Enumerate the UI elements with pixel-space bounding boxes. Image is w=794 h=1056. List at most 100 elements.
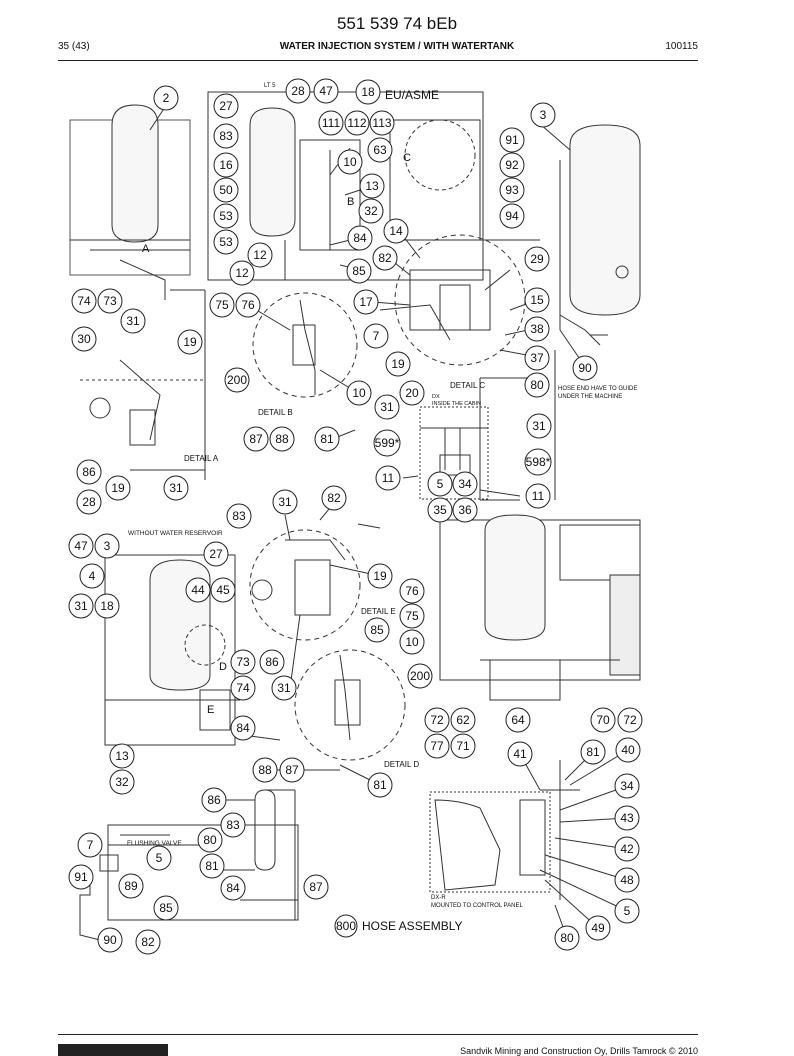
- part-callout: 111: [318, 110, 344, 136]
- detail-e-label: DETAIL E: [361, 607, 396, 616]
- part-callout: 50: [213, 177, 239, 203]
- part-callout: 14: [383, 218, 409, 244]
- part-callout: 89: [118, 873, 144, 899]
- part-callout: 47: [68, 533, 94, 559]
- part-callout-number: 19: [391, 357, 405, 371]
- part-callout-number: 19: [183, 335, 197, 349]
- part-callout: 83: [226, 503, 252, 529]
- part-callout: 35: [427, 497, 453, 523]
- part-callout: 31: [120, 308, 146, 334]
- part-callout: 62: [450, 707, 476, 733]
- part-callout-number: 91: [505, 133, 519, 147]
- part-callout-number: 7: [87, 838, 94, 852]
- part-callout: 32: [358, 198, 384, 224]
- part-callout: 49: [585, 915, 611, 941]
- page-indicator: 35 (43): [58, 41, 90, 52]
- part-callout-number: 86: [265, 655, 279, 669]
- part-callout-number: 83: [232, 509, 246, 523]
- part-callout-number: 86: [207, 793, 221, 807]
- part-callout: 83: [220, 812, 246, 838]
- part-callout-number: 71: [456, 739, 470, 753]
- part-callout: 20: [399, 380, 425, 406]
- part-callout: 47: [313, 78, 339, 104]
- part-callout-number: 80: [560, 931, 574, 945]
- part-callout: 10: [337, 149, 363, 175]
- part-callout: 76: [399, 578, 425, 604]
- part-callout: 85: [364, 617, 390, 643]
- part-callout: 81: [199, 853, 225, 879]
- part-callout-number: 113: [372, 116, 391, 130]
- part-callout-number: 87: [309, 880, 323, 894]
- part-callout: 17: [353, 289, 379, 315]
- part-callout: 5: [146, 845, 172, 871]
- letter-c: C: [403, 152, 411, 164]
- part-callout-number: 88: [275, 432, 289, 446]
- part-callout: 44: [185, 577, 211, 603]
- part-callout: 87: [279, 757, 305, 783]
- part-callout: 84: [220, 875, 246, 901]
- part-callout-number: 5: [624, 904, 631, 918]
- part-callout: 34: [452, 471, 478, 497]
- part-callout-number: 93: [505, 183, 519, 197]
- part-callout-number: 20: [405, 386, 419, 400]
- part-callout: 34: [614, 773, 640, 799]
- part-callout: 82: [135, 929, 161, 955]
- part-callout-number: 63: [373, 143, 387, 157]
- detail-b-label: DETAIL B: [258, 408, 293, 417]
- diagram-linework: [69, 91, 641, 941]
- document-code: 100115: [665, 41, 698, 52]
- part-callout-number: 42: [620, 842, 634, 856]
- part-callout-number: 34: [620, 779, 634, 793]
- part-callout: 77: [424, 733, 450, 759]
- part-callout: 30: [71, 326, 97, 352]
- detail-a-label: DETAIL A: [184, 454, 219, 463]
- part-callout: 599*: [373, 429, 401, 457]
- part-callout: 72: [617, 707, 643, 733]
- part-callout: 13: [359, 173, 385, 199]
- part-callout: 72: [424, 707, 450, 733]
- part-callout: 71: [450, 733, 476, 759]
- svg-text:800: 800: [336, 919, 356, 933]
- part-callout-number: 88: [258, 763, 272, 777]
- part-callout: 91: [68, 864, 94, 890]
- part-callout: 82: [372, 245, 398, 271]
- part-callout-number: 44: [191, 583, 205, 597]
- dx-label: DX: [432, 394, 440, 400]
- sandvik-logo: [58, 1044, 168, 1056]
- part-callout: 27: [203, 541, 229, 567]
- part-callout: 74: [230, 675, 256, 701]
- part-callout-number: 31: [277, 681, 291, 695]
- part-callout-number: 80: [530, 378, 544, 392]
- inside-cabin-label: INSIDE THE CABIN: [432, 401, 481, 407]
- part-callout: 36: [452, 497, 478, 523]
- letter-a: A: [142, 243, 150, 255]
- part-callout: 12: [247, 242, 273, 268]
- part-callout-number: 32: [115, 775, 129, 789]
- flushing-valve-label: FLUSHING VALVE: [127, 840, 182, 847]
- part-callout: 43: [614, 805, 640, 831]
- part-callout: 81: [314, 426, 340, 452]
- part-callout-number: 41: [513, 747, 527, 761]
- part-callout-number: 10: [352, 386, 366, 400]
- part-callout: 80: [524, 372, 550, 398]
- part-callout-number: 38: [530, 322, 544, 336]
- part-callout-number: 92: [505, 158, 519, 172]
- part-callout: 200: [224, 367, 250, 393]
- part-callout-number: 83: [226, 818, 240, 832]
- part-callout: 3: [530, 102, 556, 128]
- part-callout-number: 111: [322, 116, 341, 130]
- part-callout: 19: [367, 563, 393, 589]
- part-callout: 31: [271, 675, 297, 701]
- part-callout: 63: [367, 137, 393, 163]
- part-callout-number: 87: [285, 763, 299, 777]
- part-callout-number: 72: [430, 713, 444, 727]
- part-callout-number: 31: [126, 314, 140, 328]
- part-callout-number: 34: [458, 477, 472, 491]
- part-callout: 80: [554, 925, 580, 951]
- part-callout-number: 17: [359, 295, 373, 309]
- part-callout-number: 7: [373, 329, 380, 343]
- part-callout: 5: [614, 898, 640, 924]
- part-callout-number: 85: [370, 623, 384, 637]
- part-callout-number: 90: [103, 933, 117, 947]
- part-callout: 27: [213, 93, 239, 119]
